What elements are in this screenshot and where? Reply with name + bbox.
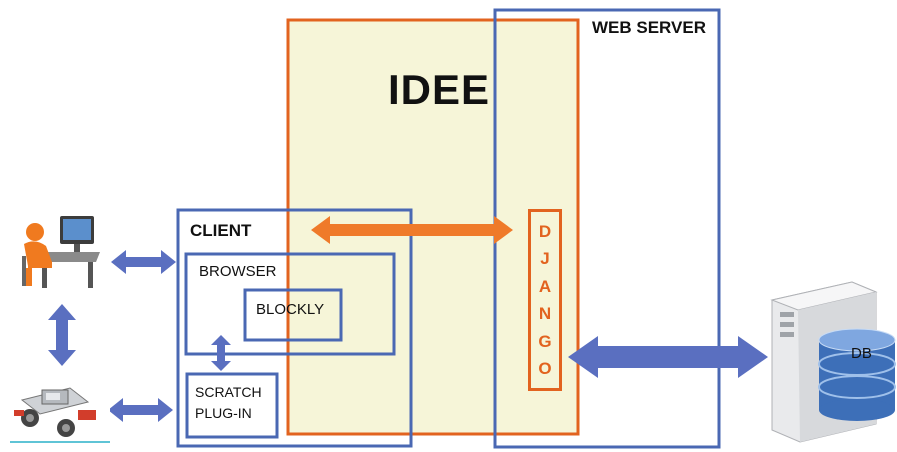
django-db-arrow <box>568 336 768 378</box>
user-robot-arrow <box>48 304 76 366</box>
scratch-plugin-title: SCRATCH PLUG-IN <box>195 382 285 424</box>
client-container <box>176 208 413 448</box>
web-server-title: WEB SERVER <box>592 18 706 37</box>
blockly-title: BLOCKLY <box>256 301 325 318</box>
scratch-line-1: SCRATCH <box>195 384 262 400</box>
browser-box <box>184 252 396 356</box>
django-letter: J <box>540 249 550 269</box>
blockly-box <box>243 288 343 342</box>
user-at-computer-icon <box>17 208 109 294</box>
django-letter: N <box>538 304 552 324</box>
django-letter: A <box>538 276 552 296</box>
robot-scratch-arrow <box>108 398 173 422</box>
user-client-arrow <box>111 250 176 274</box>
db-label: DB <box>851 345 872 362</box>
django-letter: D <box>538 221 552 241</box>
scratch-plugin-box <box>185 372 279 439</box>
django-box: D J A N G O <box>528 209 562 391</box>
django-letter: O <box>538 359 552 379</box>
client-title: CLIENT <box>190 221 252 240</box>
client-django-arrow <box>311 216 513 244</box>
browser-scratch-arrow <box>211 335 231 371</box>
scratch-line-2: PLUG-IN <box>195 405 252 421</box>
django-letter: G <box>538 331 552 351</box>
database-server-icon <box>770 281 896 443</box>
browser-title: BROWSER <box>199 263 277 280</box>
lego-robot-icon <box>10 374 110 446</box>
idee-title: IDEE <box>388 66 491 113</box>
